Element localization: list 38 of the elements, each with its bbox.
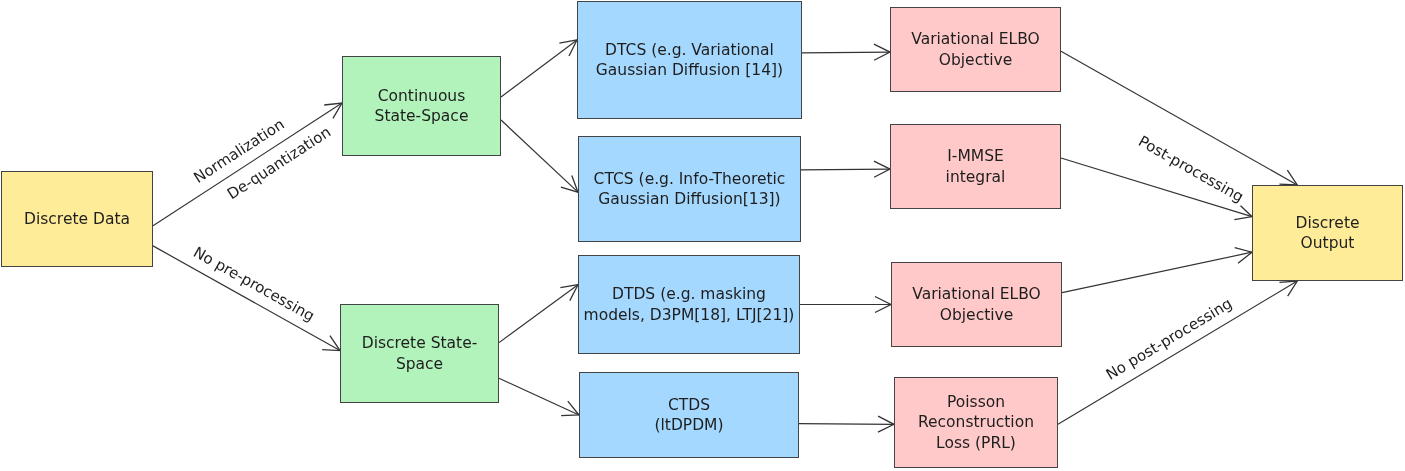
box-label: CTDS (ltDPDM): [653, 394, 725, 436]
process-box: [579, 372, 799, 458]
process-box: [577, 1, 802, 119]
box-label: DTCS (e.g. Variational Gaussian Diffusion [14]): [594, 39, 785, 81]
process-box: [578, 136, 801, 242]
process-box: [890, 7, 1061, 92]
box-label: CTCS (e.g. Info-Theoretic Gaussian Diffusion[13]): [592, 168, 787, 210]
arrow: [152, 102, 343, 227]
arrow: [1061, 247, 1253, 294]
process-box: [1252, 185, 1403, 281]
arrow: [800, 160, 891, 178]
box-label: Variational ELBO Objective: [911, 284, 1042, 325]
box-label: Variational ELBO Objective: [910, 29, 1041, 70]
arrow: [500, 39, 578, 98]
arrow: [152, 245, 341, 352]
process-box: [578, 255, 800, 354]
process-box: [340, 304, 499, 403]
arrow: [500, 119, 579, 193]
box-label: DTDS (e.g. masking models, D3PM[18], LTJ[21]): [582, 284, 796, 325]
process-box: [1, 171, 153, 267]
box-label: Poisson Reconstruction Loss (PRL): [917, 392, 1035, 453]
arrow: [1060, 50, 1298, 186]
box-label: I-MMSE integral: [944, 146, 1007, 187]
box-label: Continuous State-Space: [373, 85, 470, 127]
arrow: [798, 415, 895, 433]
arrow: [498, 377, 580, 417]
arrow: [498, 284, 579, 344]
arrow: [1060, 157, 1253, 221]
process-box: [342, 56, 501, 156]
box-label: Discrete State-Space: [360, 333, 479, 374]
arrow: [799, 295, 892, 314]
arrow: [1057, 280, 1298, 425]
box-label: Discrete Output: [1294, 212, 1361, 254]
process-box: [891, 262, 1062, 347]
process-box: [894, 377, 1058, 468]
box-label: Discrete Data: [23, 208, 131, 230]
arrow: [801, 43, 891, 61]
process-box: [890, 124, 1061, 209]
